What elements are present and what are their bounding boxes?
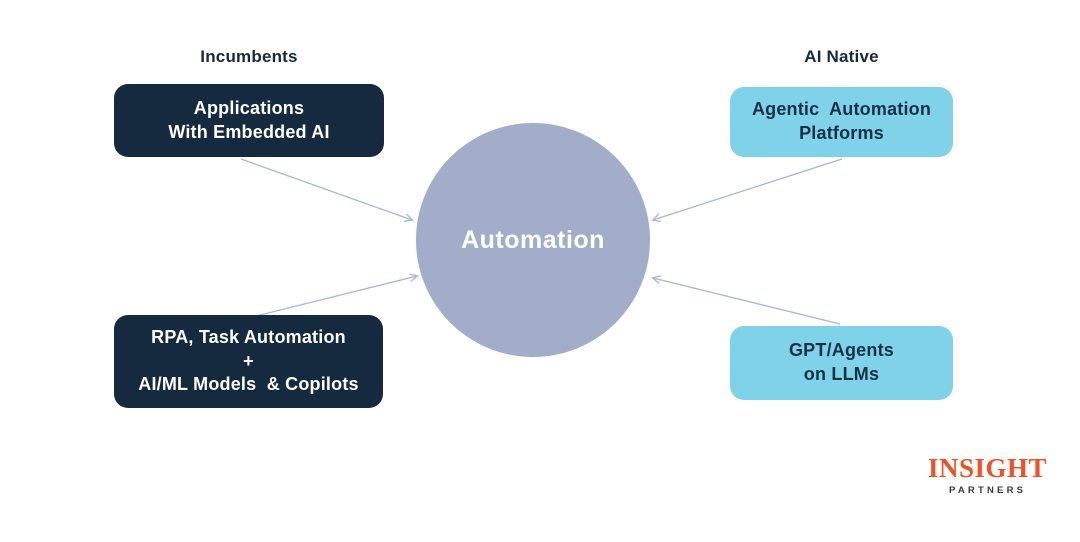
rpa-task-automation-box: RPA, Task Automation + AI/ML Models & Co… bbox=[114, 315, 383, 408]
arrow-top-left-to-center bbox=[240, 158, 412, 220]
box-line: GPT/Agents bbox=[788, 340, 894, 361]
automation-circle: Automation bbox=[416, 123, 650, 357]
box-line: Applications bbox=[193, 97, 305, 118]
gpt-agents-llms-box: GPT/Agents on LLMs bbox=[730, 326, 953, 400]
agentic-automation-platforms-box: Agentic Automation Platforms bbox=[730, 87, 953, 157]
box-line: Agentic Automation bbox=[751, 99, 932, 120]
box-line: + bbox=[243, 350, 254, 371]
box-line: RPA, Task Automation bbox=[151, 326, 346, 347]
insight-partners-logo: INSIGHT PARTNERS bbox=[928, 453, 1048, 497]
arrow-bottom-right-to-center bbox=[653, 278, 841, 325]
box-line: With Embedded AI bbox=[168, 121, 330, 142]
box-line: AI/ML Models & Copilots bbox=[138, 374, 359, 395]
arrow-bottom-left-to-center bbox=[251, 276, 417, 318]
box-line: Platforms bbox=[799, 123, 884, 143]
incumbents-heading: Incumbents bbox=[200, 47, 298, 66]
logo-subtitle: PARTNERS bbox=[949, 485, 1027, 496]
box-line: on LLMs bbox=[803, 364, 880, 384]
logo-wordmark: INSIGHT bbox=[928, 453, 1048, 483]
arrow-top-right-to-center bbox=[653, 158, 843, 220]
automation-label: Automation bbox=[461, 225, 605, 254]
ai-native-heading: AI Native bbox=[804, 47, 879, 66]
applications-embedded-ai-box: Applications With Embedded AI bbox=[114, 84, 384, 157]
